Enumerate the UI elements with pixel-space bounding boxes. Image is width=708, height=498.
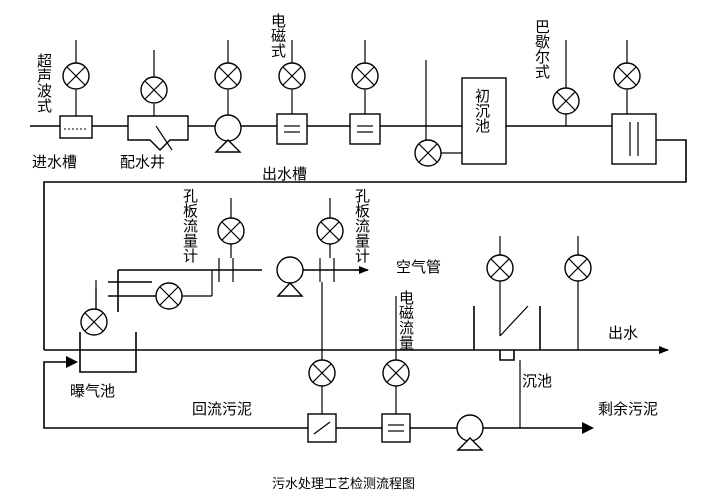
em-flowmeter-1-meter-icon — [278, 62, 306, 90]
inlet-tank-box — [59, 115, 93, 139]
parshall-label: 巴歇尔式 — [533, 19, 551, 79]
pump-icon-top — [214, 114, 242, 153]
effluent-label: 出水 — [608, 324, 638, 342]
effluent-meter-icon — [564, 254, 592, 282]
return-sludge-arrowhead — [66, 356, 78, 368]
aeration-tank-label: 曝气池 — [70, 382, 115, 400]
orifice-right-meter-icon — [316, 217, 344, 245]
orifice-left-label: 孔板流量计 — [181, 188, 199, 263]
primary-clarifier-box — [461, 77, 507, 165]
distribution-well-shape — [127, 115, 189, 151]
settling-tank-meter-icon — [486, 254, 514, 282]
electromagnetic-top-label: 电磁式 — [269, 13, 287, 58]
return-meter-icon — [308, 359, 336, 387]
parshall-tank-box — [611, 113, 657, 165]
diagram-caption: 污水处理工艺检测流程图 — [272, 477, 415, 492]
em-flow-label: 电磁流量 — [397, 290, 415, 350]
distribution-well-label: 配水井 — [120, 153, 165, 171]
orifice-left-meter-icon — [217, 217, 245, 245]
clarifier-feed-meter-icon — [414, 139, 442, 167]
settling-tank-label: 沉池 — [522, 372, 552, 390]
distribution-well-meter-icon — [140, 76, 168, 104]
em-flowmeter-box-2 — [349, 113, 381, 145]
em-flowmeter-box-1 — [276, 113, 308, 145]
settling-tank-shape — [473, 306, 541, 361]
return-sludge-label: 回流污泥 — [192, 400, 252, 418]
inlet-tank-label: 进水槽 — [32, 153, 77, 171]
outlet-tank-label: 出水槽 — [262, 165, 307, 183]
distribution-well-weir — [155, 125, 173, 151]
ultrasonic-label: 超声波式 — [35, 53, 53, 113]
air-pipe-label: 空气管 — [396, 258, 441, 276]
aeration-meter-icon — [80, 308, 108, 336]
excess-sludge-arrowhead — [582, 422, 594, 434]
right-tank-meter-icon — [613, 62, 641, 90]
em-flow-meter-icon — [382, 359, 410, 387]
orifice-right-label: 孔板流量计 — [353, 188, 371, 263]
valve-box-2 — [381, 413, 411, 443]
em-flowmeter-2-meter-icon — [351, 62, 379, 90]
ultrasonic-meter-icon — [62, 62, 90, 90]
air-flow-meter-icon — [155, 282, 183, 310]
pump-top-meter-icon — [214, 62, 242, 90]
excess-sludge-label: 剩余污泥 — [598, 400, 658, 418]
loop-pipe — [43, 139, 687, 350]
blower-icon — [276, 256, 304, 297]
valve-box-1 — [307, 413, 337, 443]
aeration-tank-shape — [79, 332, 137, 373]
parshall-meter-icon — [552, 87, 580, 115]
sludge-pump-icon — [456, 414, 484, 451]
primary-clarifier-label: 初沉池 — [473, 88, 491, 133]
